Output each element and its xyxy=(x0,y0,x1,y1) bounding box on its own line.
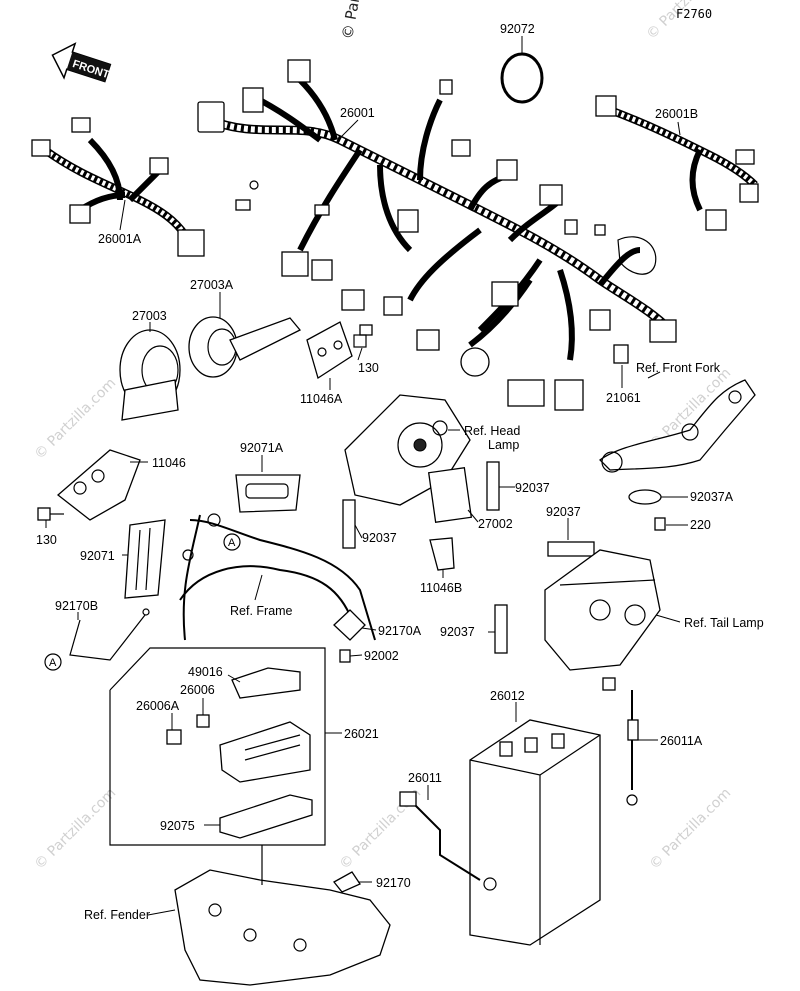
label-26006a: 26006A xyxy=(136,699,180,713)
watermark-1: © Partzilla.com xyxy=(32,375,120,463)
cover-49016 xyxy=(231,667,301,699)
frame-section xyxy=(179,513,376,641)
label-26011: 26011 xyxy=(408,771,442,785)
strip-92037-a xyxy=(486,461,500,511)
strip-92037-d xyxy=(494,604,508,654)
label-92071a: 92071A xyxy=(240,441,284,455)
label-92072: 92072 xyxy=(500,22,535,36)
horn-27003a xyxy=(188,316,302,378)
label-26001: 26001 xyxy=(340,106,375,120)
leader-lines xyxy=(45,36,688,916)
label-11046b: 11046B xyxy=(420,581,462,595)
label-220: 220 xyxy=(690,518,711,532)
label-27003a: 27003A xyxy=(190,278,234,292)
bracket-11046 xyxy=(56,449,141,521)
label-130-left: 130 xyxy=(36,533,57,547)
label-92037a: 92037A xyxy=(690,490,734,504)
label-92037-d: 92037 xyxy=(440,625,475,639)
clip-92170 xyxy=(333,871,361,893)
main-wiring-harness xyxy=(197,59,677,411)
battery-26012 xyxy=(469,719,601,946)
label-ref-frame: Ref. Frame xyxy=(230,604,293,618)
label-11046a: 11046A xyxy=(300,392,343,406)
relay-27002 xyxy=(427,467,473,523)
label-92037-b: 92037 xyxy=(362,531,397,545)
watermark-3: © Partzilla.com xyxy=(32,785,120,873)
label-26021: 26021 xyxy=(344,727,379,741)
figure-code: F2760 xyxy=(676,7,712,21)
label-26001a: 26001A xyxy=(98,232,142,246)
cover-92075 xyxy=(219,794,313,839)
battery-cable-26011 xyxy=(399,791,497,891)
fuse-box-26021 xyxy=(219,721,311,783)
label-92037-a: 92037 xyxy=(515,481,550,495)
label-27002: 27002 xyxy=(478,517,513,531)
label-ref-front-fork: Ref. Front Fork xyxy=(636,361,721,375)
bolt-130-top xyxy=(353,324,373,348)
clip-92037a xyxy=(628,489,662,505)
strip-92037-c xyxy=(547,541,595,557)
rear-fender xyxy=(174,845,391,986)
fuse-26006 xyxy=(196,714,210,728)
battery-cable-26011a xyxy=(602,677,639,806)
clamp-92071a xyxy=(235,474,301,513)
part-21061 xyxy=(613,344,629,364)
screw-220 xyxy=(654,517,666,531)
fuse-box-group-outline xyxy=(109,647,326,846)
label-92075: 92075 xyxy=(160,819,195,833)
label-ref-tail-lamp: Ref. Tail Lamp xyxy=(684,616,764,630)
clamp-92071 xyxy=(124,519,166,599)
label-ref-head-lamp-1: Ref. Head xyxy=(464,424,520,438)
label-92037-c: 92037 xyxy=(546,505,581,519)
bolt-130-left xyxy=(37,507,64,521)
label-92002: 92002 xyxy=(364,649,399,663)
tail-lamp xyxy=(544,549,661,671)
part-labels: 26001 26001A 26001B 92072 27003A 27003 1… xyxy=(36,22,764,922)
circle-a-label-left: A xyxy=(49,657,57,669)
fuse-26006a xyxy=(166,729,182,745)
front-arrow-icon: FRONT xyxy=(51,42,112,83)
circle-a-marker-frame: A xyxy=(223,533,241,551)
label-26011a: 26011A xyxy=(660,734,703,748)
bracket-11046b xyxy=(429,537,455,571)
label-26012: 26012 xyxy=(490,689,525,703)
circle-a-marker-left: A xyxy=(44,653,62,671)
wire-92170b xyxy=(69,608,150,661)
label-27003: 27003 xyxy=(132,309,167,323)
clip-92170a xyxy=(333,609,366,641)
label-11046: 11046 xyxy=(152,456,186,470)
circle-a-label-frame: A xyxy=(228,537,236,549)
horn-27003 xyxy=(119,329,181,421)
bracket-11046a xyxy=(306,321,353,380)
strip-92037-b xyxy=(342,499,356,549)
sub-harness-26001b xyxy=(595,95,759,231)
label-92071: 92071 xyxy=(80,549,115,563)
label-26006: 26006 xyxy=(180,683,215,697)
label-26001b: 26001B xyxy=(655,107,698,121)
sub-harness-26001a xyxy=(31,117,205,257)
watermark-5: © Partzilla.com xyxy=(647,785,735,873)
label-92170: 92170 xyxy=(376,876,411,890)
label-ref-head-lamp-2: Lamp xyxy=(488,438,519,452)
front-fork-bracket xyxy=(599,379,756,473)
screw-92002 xyxy=(339,649,351,663)
label-130-top: 130 xyxy=(358,361,379,375)
label-49016: 49016 xyxy=(188,665,223,679)
label-ref-fender: Ref. Fender xyxy=(84,908,150,922)
label-92170b: 92170B xyxy=(55,599,98,613)
watermark-top: © Partzilla.com xyxy=(338,0,376,41)
label-92170a: 92170A xyxy=(378,624,422,638)
band-92072 xyxy=(500,52,544,104)
label-21061: 21061 xyxy=(606,391,641,405)
